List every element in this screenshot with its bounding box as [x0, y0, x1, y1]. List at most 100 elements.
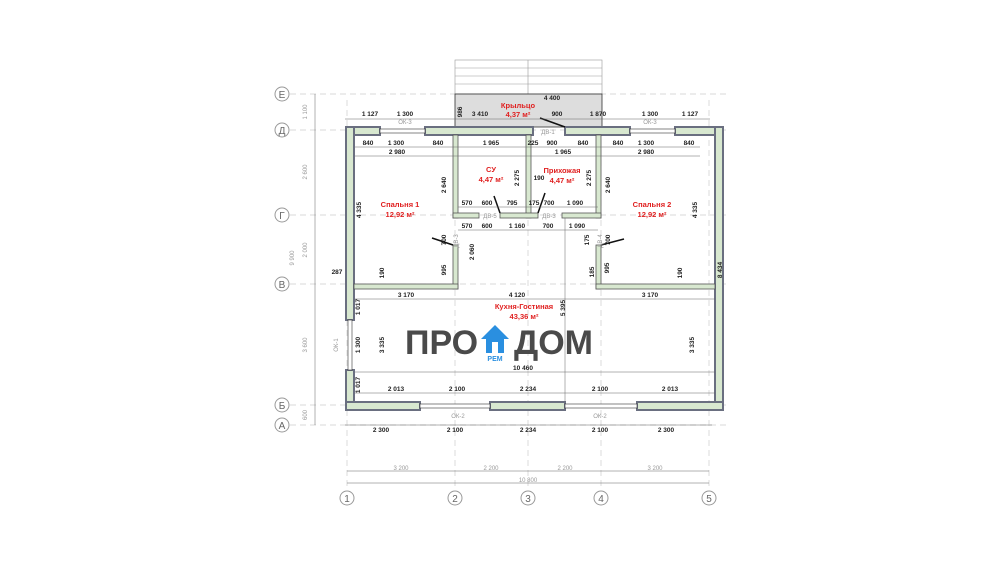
dimension-label: 1 965 — [483, 140, 500, 147]
axis-col-4: 4 — [598, 494, 604, 505]
room-area-wc: 4,47 м² — [479, 175, 504, 184]
dimension-label: 840 — [578, 140, 589, 147]
dimension-label: 3 200 — [393, 466, 409, 472]
dimension-label: 1 090 — [569, 223, 586, 230]
window-mark-ok3-left: ОК-3 — [398, 120, 412, 126]
dimension-label: 4 120 — [509, 292, 526, 299]
dimension-label: 175 — [529, 200, 540, 207]
axis-row-e: Е — [279, 90, 286, 101]
dimension-label: 3 170 — [642, 292, 659, 299]
door-mark-dv5: ДВ-5 — [483, 214, 497, 220]
dimension-label: 795 — [507, 200, 518, 207]
dimension-label: 190 — [534, 175, 545, 182]
house-icon — [481, 325, 509, 353]
dimension-label: 2 100 — [449, 386, 466, 393]
dims-row-2: 2 980 1 965 2 980 — [389, 149, 655, 156]
axis-col-2: 2 — [452, 494, 458, 505]
dimension-label: 1 300 — [355, 336, 362, 353]
dimension-label: 2 013 — [388, 386, 405, 393]
logo-text-sub: РЕМ — [487, 356, 502, 363]
dims-vertical: 2 640 2 275 190 2 275 2 640 4 335 4 335 … — [332, 169, 724, 278]
dimension-label: 700 — [544, 200, 555, 207]
axis-row-d: Д — [279, 126, 286, 137]
door-mark-dv4: ДВ-4 — [598, 234, 604, 248]
axis-row-a: А — [279, 421, 286, 432]
dimension-label: 2 060 — [469, 243, 476, 260]
dims-top-row: 1 127 1 300 3 410 900 1 870 1 300 1 127 — [362, 111, 699, 118]
door-swings — [431, 117, 625, 246]
window-mark-ok2-right: ОК-2 — [593, 414, 607, 420]
dimension-label: 600 — [482, 223, 493, 230]
dimension-label: 600 — [482, 200, 493, 207]
dimension-label: 2 640 — [441, 176, 448, 193]
dimension-label: 3 410 — [472, 111, 489, 118]
dimension-label: 1 870 — [590, 111, 607, 118]
axis-col-1: 1 — [344, 494, 350, 505]
room-area-kitchen-living: 43,36 м² — [510, 312, 539, 321]
room-name-hall: Прихожая — [543, 166, 580, 175]
dimension-label: 2 200 — [557, 466, 573, 472]
window-mark-ok2-left: ОК-2 — [451, 414, 465, 420]
dimension-label: 3 170 — [398, 292, 415, 299]
dims-row-5: 3 170 4 120 3 170 — [398, 292, 659, 299]
door-mark-dv3-bedroom: ДВ-3 — [454, 234, 460, 248]
dimension-label: 2 275 — [586, 169, 593, 186]
door-mark-dv1: ДВ-1 — [541, 130, 555, 136]
dimension-label: 1 017 — [355, 298, 362, 315]
dimension-label: 1 127 — [362, 111, 379, 118]
dimension-label: 1 127 — [682, 111, 699, 118]
dimension-label: 2 600 — [303, 164, 309, 180]
axis-row-g: Г — [279, 211, 285, 222]
dimension-label: 600 — [303, 409, 309, 420]
dimension-label: 1 100 — [303, 104, 309, 120]
dimension-label: 2 980 — [638, 149, 655, 156]
dimension-label: 570 — [462, 223, 473, 230]
porch — [454, 93, 603, 128]
dimension-label: 2 100 — [592, 427, 609, 434]
dimension-label: 2 000 — [303, 242, 309, 258]
dimension-label: 10 460 — [513, 365, 533, 372]
dimension-label: 2 100 — [447, 427, 464, 434]
dimension-label: 900 — [552, 111, 563, 118]
dimension-label: 175 — [584, 234, 591, 245]
dim-total-width: 10 800 — [519, 478, 538, 484]
dim-porch-depth: 986 — [457, 106, 464, 117]
dimension-label: 2 980 — [389, 149, 406, 156]
room-name-porch: Крыльцо — [501, 101, 536, 110]
dimension-label: 2 300 — [373, 427, 390, 434]
dimension-label: 3 335 — [379, 336, 386, 353]
dimension-label: 840 — [613, 140, 624, 147]
interior-walls — [353, 134, 716, 290]
dimension-label: 5 395 — [560, 299, 567, 316]
axis-col-3: 3 — [525, 494, 531, 505]
dimension-label: 287 — [332, 269, 343, 276]
dimension-label: 995 — [604, 262, 611, 273]
dimension-label: 1 300 — [638, 140, 655, 147]
watermark-logo: ПРО РЕМ ДОМ — [405, 324, 593, 363]
dimension-label: 2 013 — [662, 386, 679, 393]
dims-left: 1 100 2 600 2 000 9 900 3 600 600 — [290, 104, 309, 420]
stairs — [454, 59, 603, 95]
dimension-label: 3 200 — [647, 466, 663, 472]
dimension-label: 190 — [677, 267, 684, 278]
dim-porch-width: 4 400 — [544, 95, 561, 102]
dimension-label: 190 — [379, 267, 386, 278]
dims-kitchen: 5 395 1 017 1 300 1 017 3 335 3 335 10 4… — [355, 298, 696, 393]
door-mark-dv3: ДВ-3 — [542, 214, 556, 220]
room-name-bedroom-2: Спальня 2 — [633, 200, 672, 209]
dimension-label: 2 234 — [520, 427, 537, 434]
axis-row-v: В — [279, 280, 286, 291]
dimension-label: 1 300 — [397, 111, 414, 118]
dimension-label: 1 965 — [555, 149, 572, 156]
dimension-label: 2 275 — [514, 169, 521, 186]
dimension-label: 1 300 — [388, 140, 405, 147]
dimension-label: 700 — [605, 234, 612, 245]
dimension-label: 1 300 — [642, 111, 659, 118]
dimension-label: 3 335 — [689, 336, 696, 353]
dimension-label: 9 900 — [290, 250, 296, 266]
